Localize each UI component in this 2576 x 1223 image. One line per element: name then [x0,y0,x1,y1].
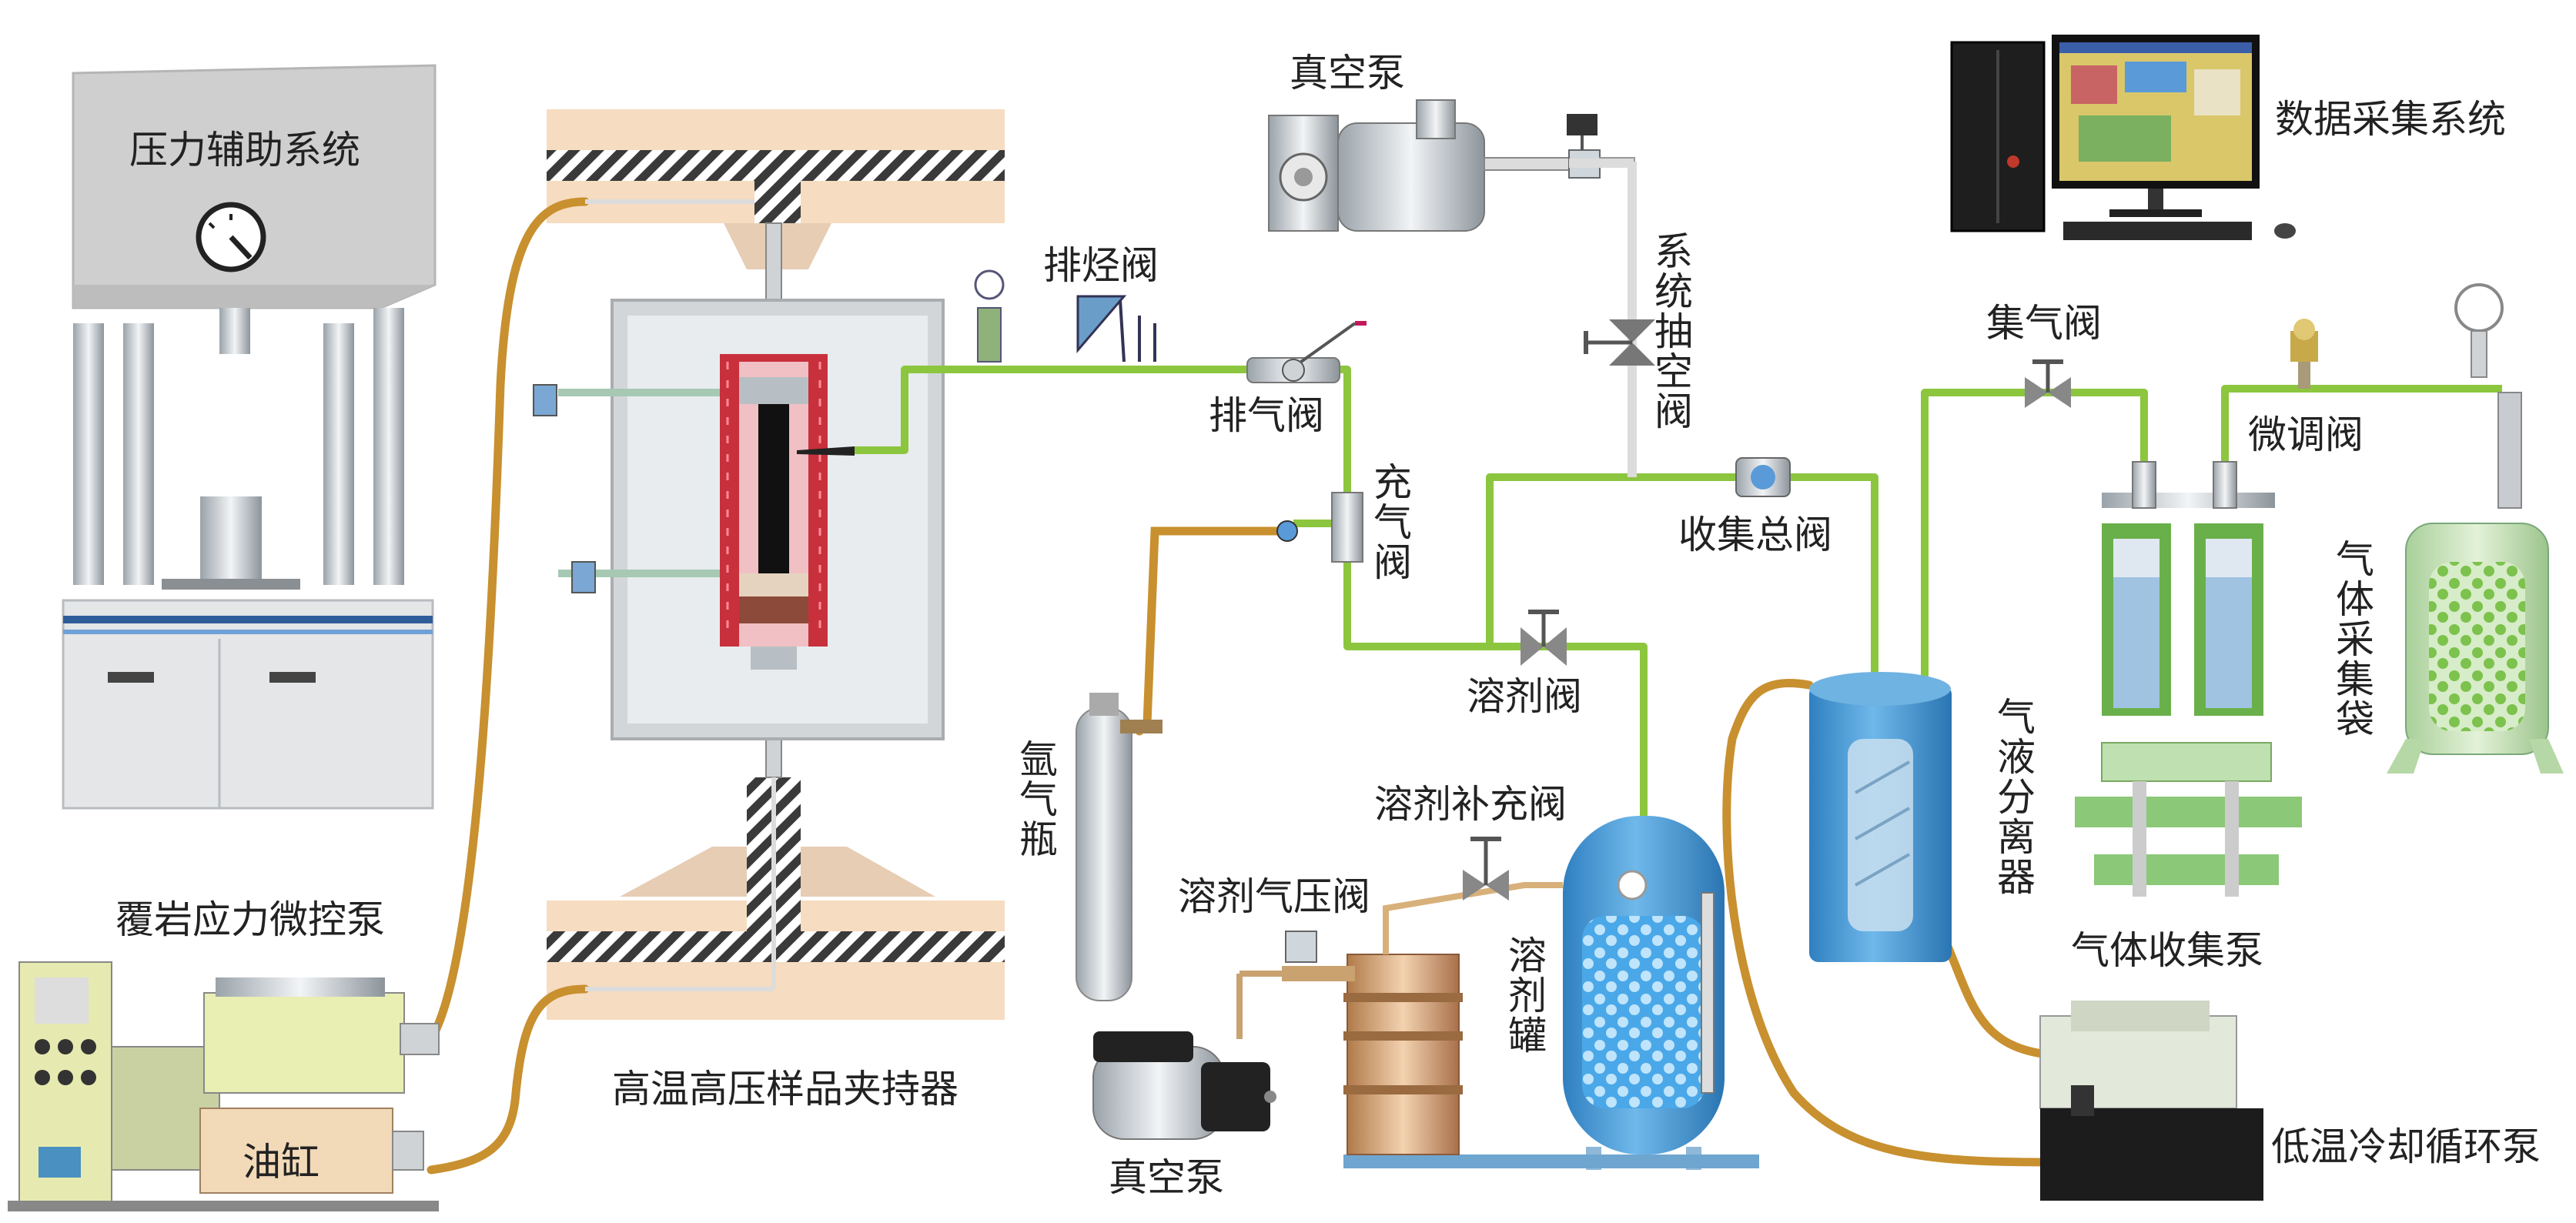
label-vacuum-pump-top: 真空泵 [1290,51,1405,95]
label-fine-adjust-valve: 微调阀 [2248,413,2364,457]
vacuum-pump-top [1268,99,1635,232]
label-collection-main-valve: 收集总阀 [1678,513,1832,557]
label-exhaust-valve: 排气阀 [1209,393,1324,438]
solvent-valve-icon [1521,610,1567,666]
label-solvent-refill-valve: 溶剂补充阀 [1374,782,1567,827]
solvent-refill-valve-icon [1463,837,1509,901]
label-chiller: 低温冷却循环泵 [2271,1124,2541,1169]
gas-collect-pump [2075,461,2302,897]
label-system-vacuum-valve: 系统抽空阀 [1648,231,1693,431]
label-hydrocarbon-vent-valve: 排烃阀 [1043,243,1159,288]
sample-holder [533,109,1005,1020]
overburden-pump [8,961,440,1211]
label-gas-collect-pump: 气体收集泵 [2071,928,2263,973]
solvent-pressure-vessel [1236,882,1563,1155]
pressure-system [62,64,437,810]
solvent-tank [1343,816,1759,1170]
label-oil-cylinder: 油缸 [243,1140,319,1185]
gas-bag [2387,392,2564,774]
collection-main-valve-icon [1735,457,1791,497]
argon-cylinder [1076,693,1163,1001]
label-argon-cylinder: 氩气瓶 [1013,739,1058,859]
chiller [2039,1001,2263,1201]
oil-lines [427,197,2052,1175]
label-data-acquisition: 数据采集系统 [2275,97,2506,142]
label-gas-liquid-separator: 气液分离器 [1991,697,2036,897]
label-gas-fill-valve: 充气阀 [1367,462,1412,582]
label-solvent-valve: 溶剂阀 [1467,674,1582,719]
label-overburden-pump: 覆岩应力微控泵 [115,897,385,942]
gas-liquid-separator [1809,672,1952,962]
fine-adjust-valve-icon [2290,319,2318,389]
computer-icon [1950,35,2296,240]
label-gas-collect-valve: 集气阀 [1986,301,2102,346]
label-solvent-pressure-valve: 溶剂气压阀 [1178,874,1370,919]
gas-collect-valve-icon [2025,359,2071,408]
system-vacuum-valve-icon [1584,319,1655,366]
exhaust-valve-icon [1246,321,1367,383]
vacuum-pump-bottom [1092,1031,1276,1140]
label-solvent-tank: 溶剂罐 [1502,935,1547,1055]
gas-fill-valve-icon [1276,492,1363,563]
label-vacuum-pump-bottom: 真空泵 [1109,1155,1224,1200]
vent-valve-icon [974,269,1156,363]
flowmeter-icon [2454,283,2504,378]
label-sample-holder: 高温高压样品夹持器 [612,1067,958,1111]
label-pressure-system: 压力辅助系统 [129,128,360,172]
label-gas-bag: 气体采集袋 [2330,539,2374,739]
